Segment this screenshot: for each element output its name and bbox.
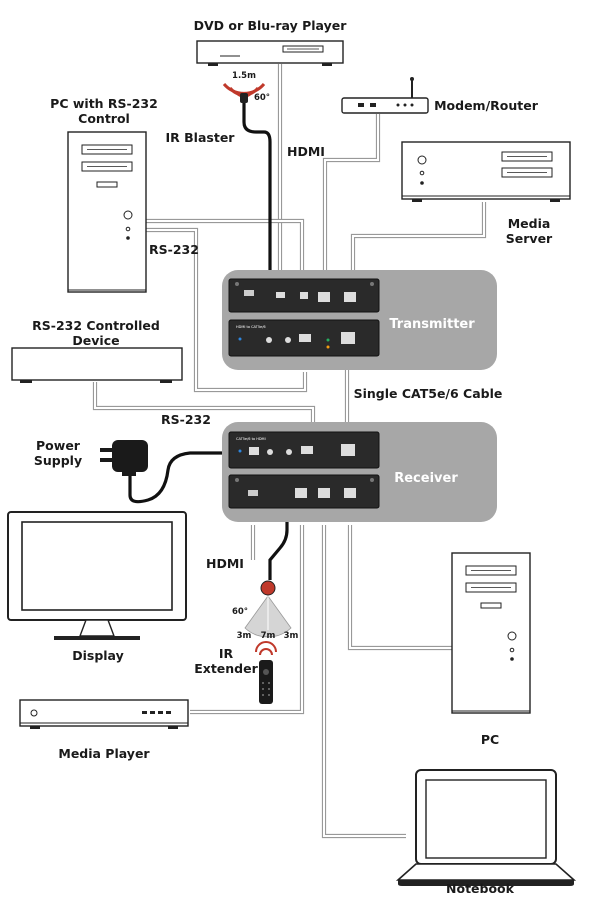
pc-rs232-tower (67, 131, 147, 293)
pc-label: PC (481, 732, 499, 747)
svg-text:CAT5e/6 to HDMI: CAT5e/6 to HDMI (236, 437, 266, 441)
dvd-player (196, 40, 344, 66)
media-server (401, 141, 571, 202)
ir-extender-label-1: IR (219, 646, 234, 661)
notebook-laptop (395, 769, 577, 886)
ir-extender-label-2: Extender (194, 661, 258, 676)
svg-text:HDMI to CAT5e/6: HDMI to CAT5e/6 (236, 325, 266, 329)
media-player (19, 699, 189, 729)
media-server-label-1: Media (508, 216, 551, 231)
power-label-2: Supply (34, 453, 82, 468)
transmitter-unit: HDMI to CAT5e/6 (222, 270, 497, 370)
remote-control-icon (255, 641, 277, 704)
hdmi-bottom-label: HDMI (206, 556, 244, 571)
dvd-label: DVD or Blu-ray Player (194, 18, 348, 33)
ir-blaster-icon (222, 82, 266, 103)
media-player-label: Media Player (58, 746, 150, 761)
ext-angle-label: 60° (232, 607, 248, 617)
display-label: Display (72, 648, 124, 663)
rs232-label-b: RS-232 (161, 412, 211, 427)
notebook-label: Notebook (446, 881, 515, 896)
rs232-controlled-device (11, 347, 183, 383)
rs232-device-label-1: RS-232 Controlled (32, 318, 160, 333)
blaster-angle-label: 60° (254, 93, 270, 103)
blaster-length-label: 1.5m (232, 71, 256, 81)
modem-router (341, 77, 429, 114)
hdmi-top-label: HDMI (287, 144, 325, 159)
receiver-label: Receiver (394, 471, 458, 486)
rs232-device-label-2: Device (72, 333, 119, 348)
ir-extender-icon (244, 580, 292, 638)
power-label-1: Power (36, 438, 81, 453)
ir-blaster-label: IR Blaster (166, 130, 236, 145)
media-server-label-2: Server (506, 231, 553, 246)
black-cables (128, 102, 289, 580)
transmitter-label: Transmitter (389, 317, 475, 332)
power-supply-icon (100, 440, 148, 476)
pc-tower (451, 552, 531, 714)
rs232-label-a: RS-232 (149, 242, 199, 257)
modem-label: Modem/Router (434, 98, 539, 113)
receiver-unit: CAT5e/6 to HDMI (222, 422, 497, 522)
range-right-label: 3m (284, 631, 299, 641)
range-mid-label: 7m (261, 631, 276, 641)
pc-rs232-label-2: Control (78, 111, 130, 126)
cat-cable-label: Single CAT5e/6 Cable (354, 386, 503, 401)
range-left-label: 3m (237, 631, 252, 641)
pc-rs232-label-1: PC with RS-232 (50, 96, 158, 111)
display-monitor (7, 511, 187, 640)
